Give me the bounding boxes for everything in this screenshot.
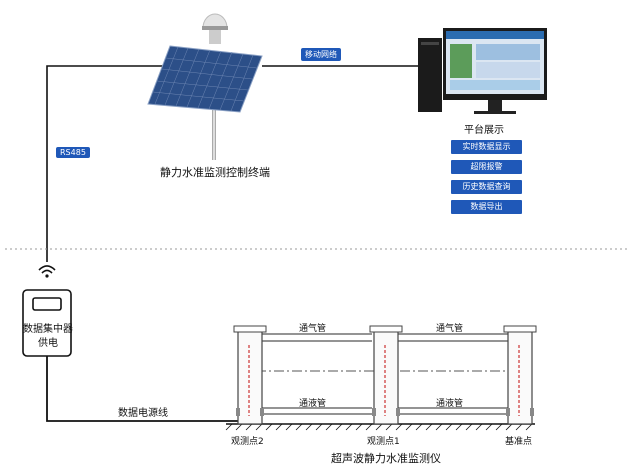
instrument-title: 超声波静力水准监测仪 bbox=[331, 452, 441, 465]
sensor-column-point-1 bbox=[369, 325, 403, 425]
rs485-cable bbox=[46, 65, 165, 262]
rs485-tag: RS485 bbox=[56, 147, 90, 158]
feature-realtime-display: 实时数据显示 bbox=[451, 140, 522, 154]
liquid-pipe-label-left: 通液管 bbox=[299, 399, 327, 409]
collector-label-line2: 供电 bbox=[38, 338, 58, 349]
gas-pipe bbox=[262, 333, 508, 342]
gas-pipe-label-left: 通气管 bbox=[299, 324, 327, 334]
feature-history-query: 历史数据查询 bbox=[451, 180, 522, 194]
ground bbox=[225, 423, 535, 431]
collector-label-line1: 数据集中器 bbox=[23, 324, 73, 335]
computer-icon bbox=[418, 28, 547, 114]
sensor-column-reference bbox=[503, 325, 537, 425]
data-power-cable bbox=[46, 356, 238, 422]
gas-pipe-label-right: 通气管 bbox=[436, 324, 464, 334]
point-label-2: 观测点2 bbox=[231, 437, 264, 447]
platform-title: 平台展示 bbox=[464, 125, 504, 136]
feature-overlimit-alarm: 超限报警 bbox=[451, 160, 522, 174]
sensor-column-point-2 bbox=[233, 325, 267, 425]
point-label-1: 观测点1 bbox=[367, 437, 400, 447]
cable-label: 数据电源线 bbox=[118, 408, 168, 419]
data-collector-device bbox=[22, 289, 72, 357]
liquid-pipe bbox=[262, 407, 508, 415]
mobile-network-tag: 移动网络 bbox=[301, 48, 341, 61]
wifi-icon bbox=[38, 265, 56, 278]
feature-data-export: 数据导出 bbox=[451, 200, 522, 214]
point-label-reference: 基准点 bbox=[505, 437, 533, 447]
solar-controller-device bbox=[147, 13, 263, 160]
controller-label: 静力水准监测控制终端 bbox=[160, 166, 270, 179]
liquid-pipe-label-right: 通液管 bbox=[436, 399, 464, 409]
